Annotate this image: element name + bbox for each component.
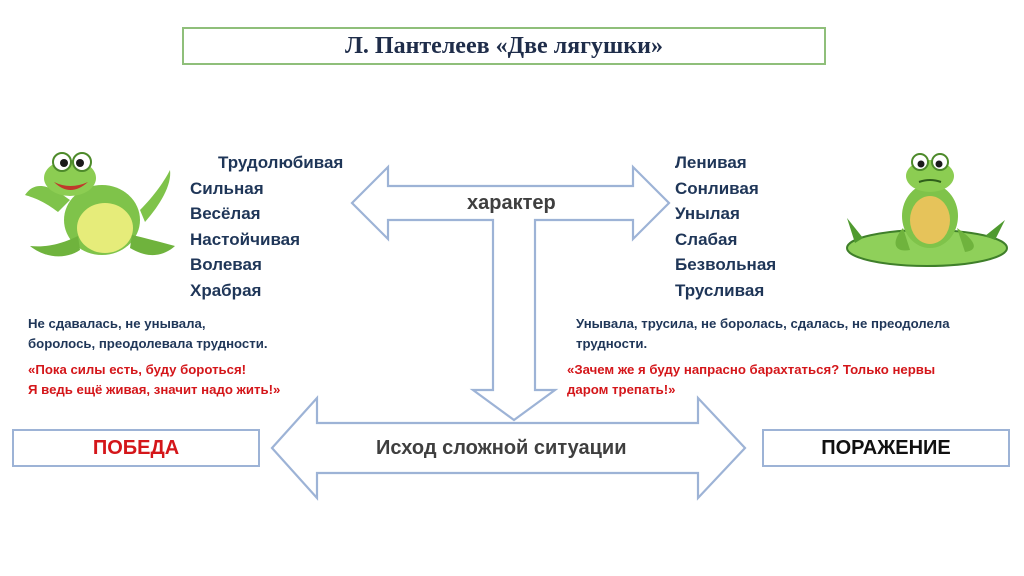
trait-item: Слабая — [675, 229, 738, 249]
sad-frog-illustration — [846, 153, 1008, 267]
trait-item: Настойчивая — [190, 229, 301, 249]
outcome-arrow — [270, 395, 747, 501]
quote-line: «Зачем же я буду напрасно барахтаться? Т… — [567, 362, 936, 377]
defeat-label: ПОРАЖЕНИЕ — [821, 436, 951, 459]
left-actions: Не сдавалась, не унывала, боролось, прео… — [28, 314, 267, 354]
trait-item: Унылая — [675, 204, 740, 224]
action-line: Не сдавалась, не унывала, — [28, 316, 206, 331]
action-line: Унывала, трусила, не боролась, сдалась, … — [576, 316, 950, 331]
trait-item: Трусливая — [675, 280, 765, 300]
character-arrow — [350, 164, 671, 422]
trait-item: Волевая — [190, 255, 262, 275]
right-quote: «Зачем же я буду напрасно барахтаться? Т… — [567, 360, 935, 400]
quote-line: «Пока силы есть, буду бороться! — [28, 362, 247, 377]
trait-item: Сильная — [190, 178, 264, 198]
trait-item: Храбрая — [190, 280, 262, 300]
victory-box: ПОБЕДА — [12, 429, 260, 467]
quote-line: Я ведь ещё живая, значит надо жить!» — [28, 382, 281, 397]
quote-line: даром трепать!» — [567, 382, 676, 397]
character-label: характер — [467, 192, 556, 214]
title-box: Л. Пантелеев «Две лягушки» — [182, 27, 826, 65]
right-trait-list: Ленивая Сонливая Унылая Слабая Безвольна… — [675, 150, 776, 304]
right-actions: Унывала, трусила, не боролась, сдалась, … — [576, 314, 950, 354]
action-line: трудности. — [576, 336, 648, 351]
happy-frog-illustration — [25, 152, 175, 257]
left-trait-list: Трудолюбивая Сильная Весёлая Настойчивая… — [190, 150, 343, 304]
trait-item: Весёлая — [190, 204, 261, 224]
outcome-label: Исход сложной ситуации — [376, 437, 627, 459]
trait-item: Сонливая — [675, 178, 759, 198]
left-quote: «Пока силы есть, буду бороться! Я ведь е… — [28, 360, 280, 400]
defeat-box: ПОРАЖЕНИЕ — [762, 429, 1010, 467]
trait-item: Безвольная — [675, 255, 777, 275]
action-line: боролось, преодолевала трудности. — [28, 336, 268, 351]
victory-label: ПОБЕДА — [92, 436, 180, 459]
trait-item: Трудолюбивая — [218, 153, 344, 172]
trait-item: Ленивая — [675, 153, 747, 172]
page-title: Л. Пантелеев «Две лягушки» — [345, 32, 663, 59]
